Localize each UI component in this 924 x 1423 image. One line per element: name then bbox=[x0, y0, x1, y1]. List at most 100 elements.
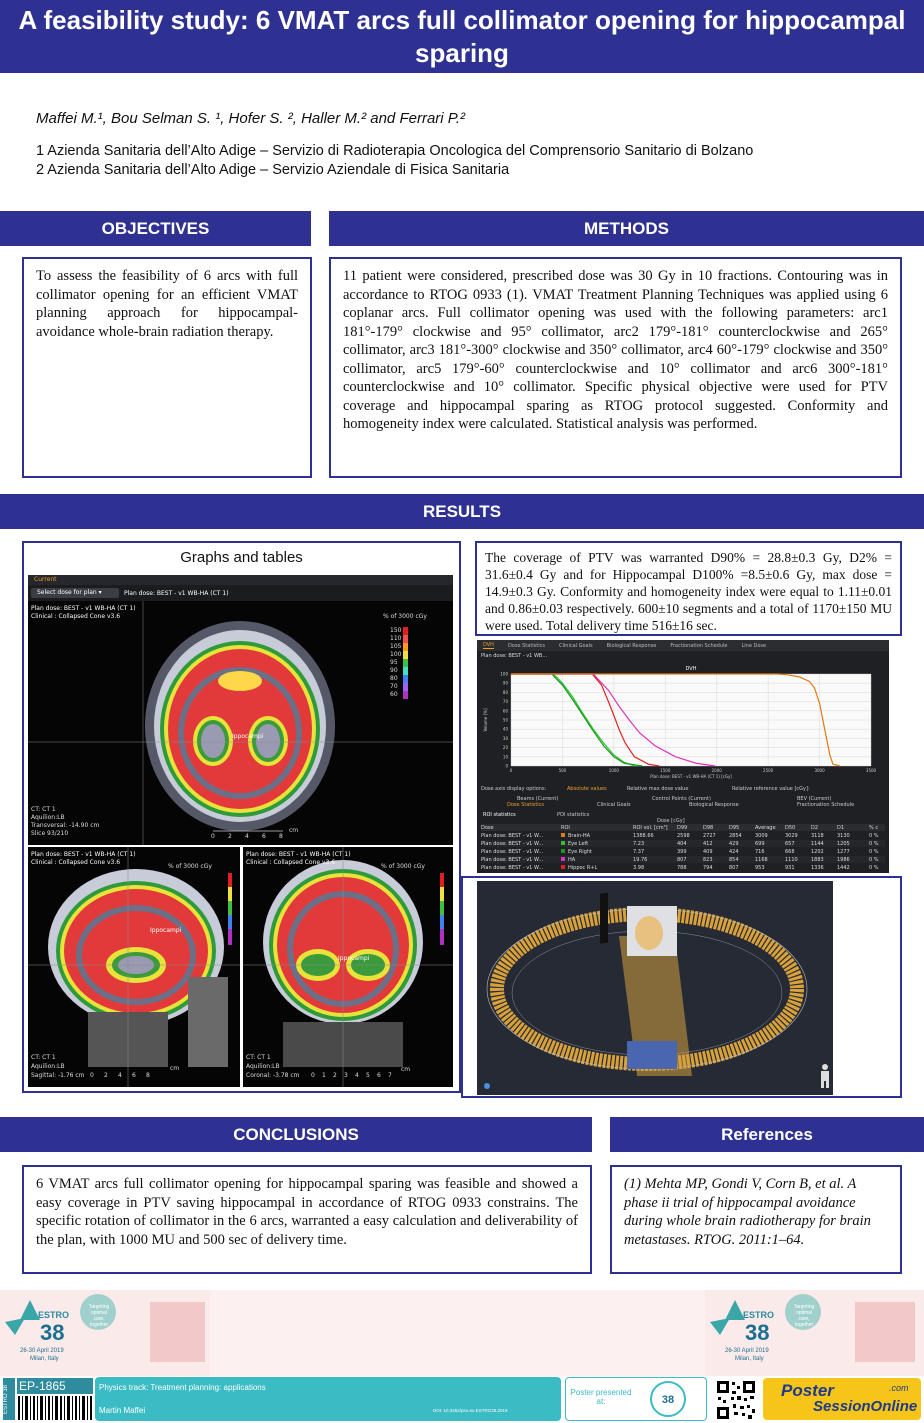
ct-sagittal-footer-ct: CT: CT 1 bbox=[31, 1054, 56, 1061]
ct-coronal-line1: Plan dose: BEST - v1 WB-HA (CT 1) bbox=[246, 851, 351, 858]
tab-biological-response[interactable]: Biological Response bbox=[606, 642, 657, 649]
ct-coronal-legend-title: % of 3000 cGy bbox=[381, 863, 425, 870]
coronal-scale-unit: cm bbox=[401, 1066, 411, 1073]
ct-sagittal-line2: Clinical : Collapsed Cone v3.6 bbox=[31, 859, 121, 866]
ct-coronal-footer-position: Coronal: -3.78 cm bbox=[246, 1072, 300, 1079]
coronal-scale-1: 1 bbox=[322, 1072, 326, 1079]
results-header: RESULTS bbox=[0, 494, 924, 529]
poi-stat-option[interactable]: POI statistics bbox=[557, 812, 590, 818]
table-row-cell: 409 bbox=[703, 849, 713, 855]
poster-session-online-logo: Poster SessionOnline .com bbox=[763, 1378, 921, 1420]
table-row-cell: 7.23 bbox=[633, 841, 645, 847]
tagline-left: Targeting optimal care, together bbox=[88, 1304, 110, 1328]
legend-95: 95 bbox=[390, 659, 398, 666]
ct-axial-footer-position: Transversal: -14.90 cm bbox=[31, 822, 100, 829]
poster-title: A feasibility study: 6 VMAT arcs full co… bbox=[18, 5, 906, 68]
references-text: (1) Mehta MP, Gondi V, Corn B, et al. A … bbox=[624, 1176, 871, 1248]
table-row-cell: 823 bbox=[703, 857, 713, 863]
tab-fractionation-schedule[interactable]: Fractionation Schedule bbox=[670, 642, 728, 649]
ct-tab-current[interactable]: Current bbox=[34, 576, 57, 583]
ct-sagittal-footer-scanner: Aquilion:LB bbox=[31, 1063, 65, 1070]
dvh-table-header-cell: D50 bbox=[785, 825, 796, 831]
table-row-cell: 1202 bbox=[811, 849, 824, 855]
dvh-x-tick: 500 bbox=[559, 768, 567, 773]
lower-tab-bev[interactable]: BEV (Current) bbox=[797, 796, 832, 802]
sagittal-scale-unit: cm bbox=[170, 1065, 180, 1072]
tagline-right: Targeting optimal care, together bbox=[793, 1304, 815, 1328]
table-row-cell: 2854 bbox=[729, 833, 742, 839]
ct-axial-footer-slice: Slice 93/210 bbox=[31, 830, 69, 837]
conclusions-text: 6 VMAT arcs full collimator opening for … bbox=[36, 1176, 578, 1248]
ct-sagittal-view[interactable]: Plan dose: BEST - v1 WB-HA (CT 1) Clinic… bbox=[28, 847, 240, 1087]
option-relative-ref[interactable]: Relative reference value [cGy]: bbox=[732, 786, 810, 792]
sagittal-scale-0: 0 bbox=[90, 1072, 94, 1079]
legend-150: 150 bbox=[390, 627, 402, 634]
methods-box: 11 patient were considered, prescribed d… bbox=[329, 257, 902, 478]
table-row-cell: 0 % bbox=[869, 857, 879, 863]
presented-at-box: Poster presented at: 38 bbox=[565, 1377, 707, 1421]
dvh-series-brain-ha bbox=[511, 673, 841, 767]
dvh-y-tick: 100 bbox=[500, 672, 508, 677]
ct-coronal-view[interactable]: Plan dose: BEST - v1 WB-HA (CT 1) Clinic… bbox=[243, 847, 453, 1087]
dvh-table-header-cell: Average bbox=[755, 825, 776, 831]
lower-tab-fractionation[interactable]: Fractionation Schedule bbox=[797, 802, 855, 808]
estro-logo-right bbox=[705, 1290, 924, 1378]
legend-90: 90 bbox=[390, 667, 398, 674]
affiliation-1: 1 Azienda Sanitaria dell’Alto Adige – Se… bbox=[36, 143, 754, 159]
dvh-series-eye-left bbox=[511, 673, 636, 767]
roi-stat-option[interactable]: ROI statistics bbox=[483, 812, 516, 818]
ct-tab-strip: Current bbox=[28, 575, 453, 585]
dvh-series-hippoc-r-l bbox=[511, 673, 660, 767]
legend-70: 70 bbox=[390, 683, 398, 690]
dvh-x-tick: 2000 bbox=[712, 768, 723, 773]
tab-dose-statistics[interactable]: Dose Statistics bbox=[507, 642, 545, 649]
lower-tab-beams[interactable]: Beams (Current) bbox=[517, 796, 559, 802]
option-absolute[interactable]: Absolute values bbox=[567, 786, 607, 792]
lower-tab-control-points[interactable]: Control Points (Current) bbox=[652, 796, 711, 802]
brand-main: Poster bbox=[781, 1381, 834, 1400]
lower-tab-biological[interactable]: Biological Response bbox=[689, 802, 739, 808]
estro-text-right: ESTRO bbox=[743, 1310, 775, 1320]
table-row-cell: 953 bbox=[755, 865, 765, 871]
estro-num-left: 38 bbox=[40, 1320, 65, 1345]
select-dose-dropdown[interactable]: Select dose for plan ▾ bbox=[31, 588, 119, 598]
dvh-y-tick: 90 bbox=[503, 681, 509, 686]
dvh-x-label: Plan dose: BEST - v1 WB-HA (CT 1) [cGy] bbox=[650, 774, 732, 779]
dvh-x-tick: 1000 bbox=[609, 768, 620, 773]
dvh-y-tick: 60 bbox=[503, 708, 509, 713]
lower-tab-clinical-goals[interactable]: Clinical Goals bbox=[597, 802, 631, 808]
dvh-y-tick: 50 bbox=[503, 718, 509, 723]
option-relative-max[interactable]: Relative max dose value bbox=[627, 786, 689, 792]
estro-num-right: 38 bbox=[745, 1320, 770, 1345]
table-row-cell: 716 bbox=[755, 849, 765, 855]
table-row-cell: 807 bbox=[677, 857, 687, 863]
tab-dvh[interactable]: DVH bbox=[483, 642, 494, 649]
beam-view-box bbox=[461, 876, 902, 1098]
roi-color-swatch bbox=[561, 849, 565, 853]
lower-tab-dose-statistics[interactable]: Dose Statistics bbox=[507, 802, 545, 808]
dvh-table-header-cell: D99 bbox=[677, 825, 688, 831]
affiliation-2: 2 Azienda Sanitaria dell’Alto Adige – Se… bbox=[36, 162, 510, 178]
coronal-scale-7: 7 bbox=[388, 1072, 392, 1079]
methods-text: 11 patient were considered, prescribed d… bbox=[343, 268, 888, 432]
brand-sub: SessionOnline bbox=[813, 1398, 918, 1415]
table-row-cell: 931 bbox=[785, 865, 795, 871]
tab-line-dose[interactable]: Line Dose bbox=[741, 642, 767, 649]
axial-scale-0: 0 bbox=[211, 833, 215, 840]
event-city-right: Milan, Italy bbox=[735, 1356, 764, 1362]
ct-axial-view[interactable]: Current Select dose for plan ▾ Plan dose… bbox=[28, 575, 453, 845]
table-row-cell: 404 bbox=[677, 841, 687, 847]
sagittal-scale-1: 2 bbox=[104, 1072, 108, 1079]
table-row-cell: 854 bbox=[729, 857, 739, 863]
ct-coronal-footer-scanner: Aquilion:LB bbox=[246, 1063, 280, 1070]
ct-sagittal-footer-position: Sagittal: -1.76 cm bbox=[31, 1072, 85, 1079]
results-box: The coverage of PTV was warranted D90% =… bbox=[475, 541, 902, 636]
tab-clinical-goals[interactable]: Clinical Goals bbox=[559, 642, 593, 649]
ct-coronal-footer-ct: CT: CT 1 bbox=[246, 1054, 271, 1061]
